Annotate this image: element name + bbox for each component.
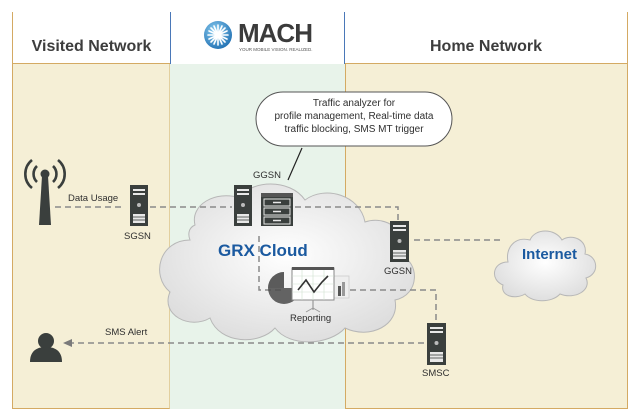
- data-usage-label: Data Usage: [68, 193, 119, 204]
- internet-label: Internet: [522, 246, 578, 263]
- callout-line-3: traffic blocking, SMS MT trigger: [284, 124, 424, 135]
- sms-alert-arrowhead: [63, 339, 72, 347]
- ggsn-server-icon: [234, 185, 252, 226]
- home-ggsn-server-icon: [390, 221, 409, 262]
- callout-line-2: profile management, Real-time data: [274, 111, 434, 122]
- smsc-label: SMSC: [422, 368, 450, 379]
- smsc-server-icon: [427, 323, 446, 365]
- home-network-title: Home Network: [429, 38, 543, 55]
- sgsn-label: SGSN: [124, 231, 151, 242]
- grx-header: [170, 12, 345, 64]
- reporting-label: Reporting: [290, 313, 332, 324]
- link-ggsn-home-ggsn: [295, 206, 399, 220]
- mach-logo-icon: [204, 21, 232, 49]
- ggsn-home-label: GGSN: [384, 266, 412, 277]
- visited-network-title: Visited Network: [31, 38, 152, 55]
- callout-text: Traffic analyzer for profile management,…: [256, 97, 452, 136]
- sms-alert-label: SMS Alert: [105, 327, 148, 338]
- user-icon: [30, 333, 62, 362]
- home-network-header: Home Network: [345, 12, 628, 64]
- reporting-chart-icon: [268, 267, 350, 313]
- visited-network-header: Visited Network: [12, 12, 170, 64]
- link-reporting-smsc: [350, 289, 437, 320]
- mach-logo-text: MACH: [238, 18, 313, 48]
- internet-cloud-shape: [494, 230, 597, 302]
- sgsn-server-icon: [130, 185, 148, 226]
- mach-logo: MACH YOUR MOBILE VISION. REALIZED.: [202, 17, 313, 59]
- callout-pointer: [287, 147, 303, 181]
- callout-line-1: Traffic analyzer for: [312, 98, 396, 109]
- callout-bubble: [255, 91, 453, 147]
- ggsn-grx-label: GGSN: [253, 170, 281, 181]
- grx-cloud-label: GRX Cloud: [218, 241, 308, 260]
- cell-tower-icon: [24, 158, 66, 225]
- traffic-analyzer-storage-icon: [261, 193, 293, 226]
- mach-logo-tagline: YOUR MOBILE VISION. REALIZED.: [239, 47, 313, 52]
